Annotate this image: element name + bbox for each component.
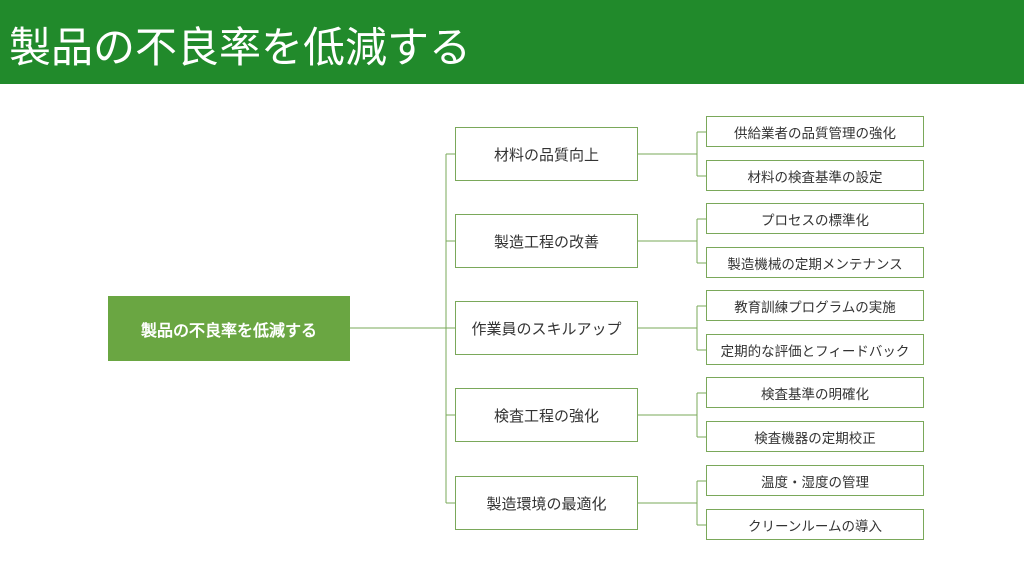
branch-node-process: 製造工程の改善: [455, 214, 638, 268]
leaf-node: 教育訓練プログラムの実施: [706, 290, 924, 321]
page-title: 製品の不良率を低減する: [9, 23, 472, 72]
title-bar: 製品の不良率を低減する: [0, 0, 1024, 84]
leaf-node: 製造機械の定期メンテナンス: [706, 247, 924, 278]
leaf-node: クリーンルームの導入: [706, 509, 924, 540]
root-node: 製品の不良率を低減する: [108, 296, 350, 361]
leaf-node: 供給業者の品質管理の強化: [706, 116, 924, 147]
branch-node-skills: 作業員のスキルアップ: [455, 301, 638, 355]
leaf-node: 検査基準の明確化: [706, 377, 924, 408]
leaf-node: 温度・湿度の管理: [706, 465, 924, 496]
leaf-node: 定期的な評価とフィードバック: [706, 334, 924, 365]
leaf-node: 検査機器の定期校正: [706, 421, 924, 452]
branch-node-inspection: 検査工程の強化: [455, 388, 638, 442]
leaf-node: プロセスの標準化: [706, 203, 924, 234]
branch-node-materials: 材料の品質向上: [455, 127, 638, 181]
leaf-node: 材料の検査基準の設定: [706, 160, 924, 191]
branch-node-environment: 製造環境の最適化: [455, 476, 638, 530]
